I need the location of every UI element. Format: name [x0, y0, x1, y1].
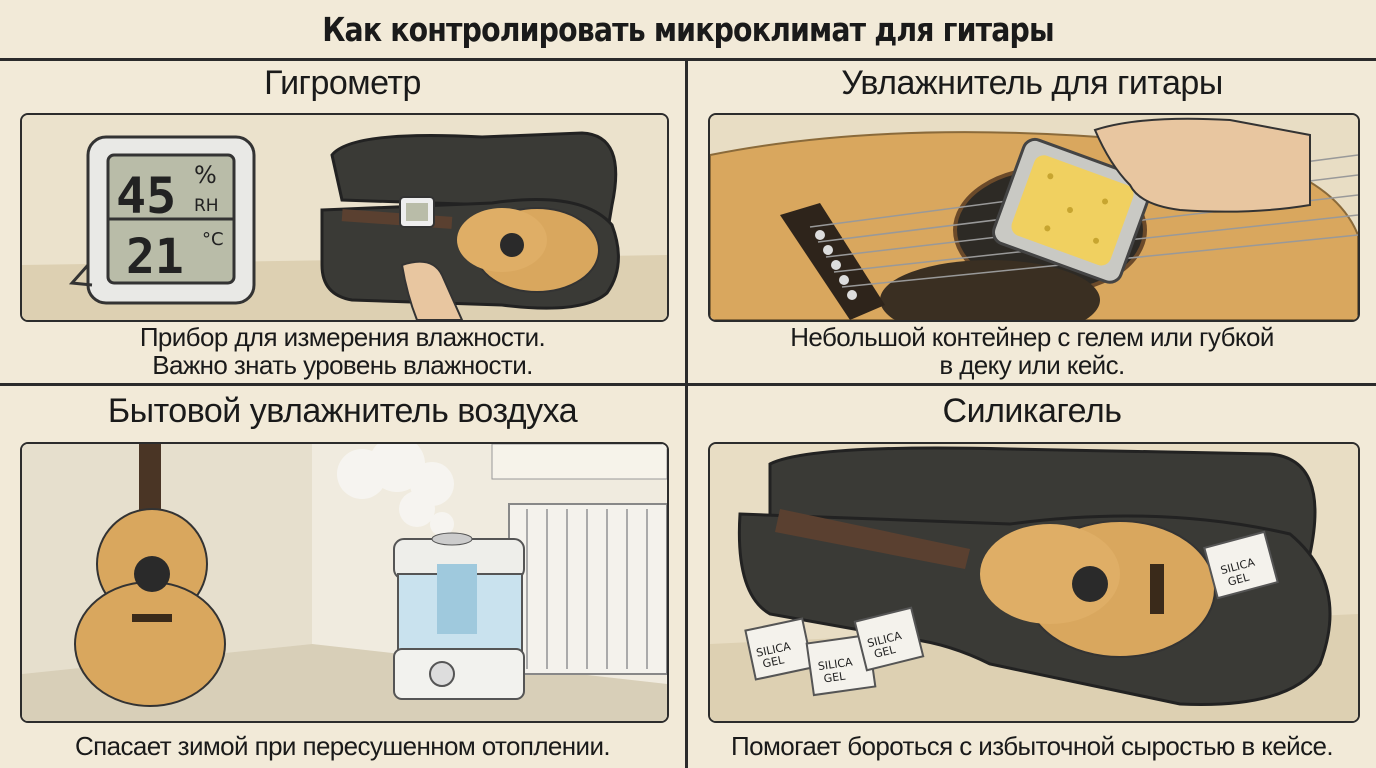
silica-packet-icon: SILICA GEL [853, 606, 925, 672]
svg-text:GEL: GEL [1226, 570, 1251, 588]
page-title: Как контролировать микроклимат для гитар… [322, 9, 1054, 49]
hygrometer-device-icon: 45 % RH 21 °C [68, 135, 256, 305]
svg-text:GEL: GEL [761, 653, 786, 670]
humidifier-icon [393, 532, 525, 700]
svg-text:45: 45 [116, 167, 176, 225]
hygrometer-illustration: 45 % RH 21 °C [20, 113, 669, 322]
svg-text:GEL: GEL [823, 669, 847, 685]
silica-packet-icon: SILICA GEL [744, 617, 814, 681]
guitar-humidifier-illustration [708, 113, 1360, 322]
svg-text:°C: °C [202, 229, 224, 250]
divider-middle [0, 383, 1376, 386]
hand-icon [400, 260, 464, 320]
radiator-icon [508, 503, 667, 675]
svg-text:%: % [194, 161, 217, 189]
sponge-container-icon [991, 137, 1153, 284]
svg-text:GEL: GEL [873, 643, 898, 661]
caption-hygrometer: Прибор для измерения влажности. Важно зн… [139, 322, 546, 380]
panel-title-guitar-humidifier: Увлажнитель для гитары [841, 64, 1223, 102]
room-humidifier-illustration [20, 442, 669, 723]
caption-silica-gel: Помогает бороться с избыточной сыростью … [731, 731, 1334, 761]
guitar-icon [775, 509, 1216, 658]
panel-title-silica-gel: Силикагель [942, 392, 1122, 430]
silica-packet-icon: SILICA GEL [1203, 530, 1279, 600]
hand-icon [1093, 117, 1311, 213]
caption-guitar-humidifier: Небольшой контейнер с гелем или губкой в… [790, 322, 1274, 380]
svg-text:SILICA: SILICA [817, 655, 854, 673]
panel-title-room-humidifier: Бытовой увлажнитель воздуха [107, 392, 578, 430]
divider-top [0, 58, 1376, 61]
panel-title-hygrometer: Гигрометр [264, 64, 421, 102]
svg-text:21: 21 [126, 229, 184, 285]
silica-gel-illustration: SILICA GEL SILICA GEL SILICA GEL SILICA … [708, 442, 1360, 723]
divider-vertical [685, 58, 688, 768]
guitar-icon [74, 444, 226, 707]
svg-text:RH: RH [194, 196, 219, 216]
guitar-case-icon [320, 131, 620, 310]
caption-room-humidifier: Спасает зимой при пересушенном отоплении… [74, 731, 611, 761]
steam-icon [337, 444, 454, 536]
bridge-icon [780, 203, 885, 320]
